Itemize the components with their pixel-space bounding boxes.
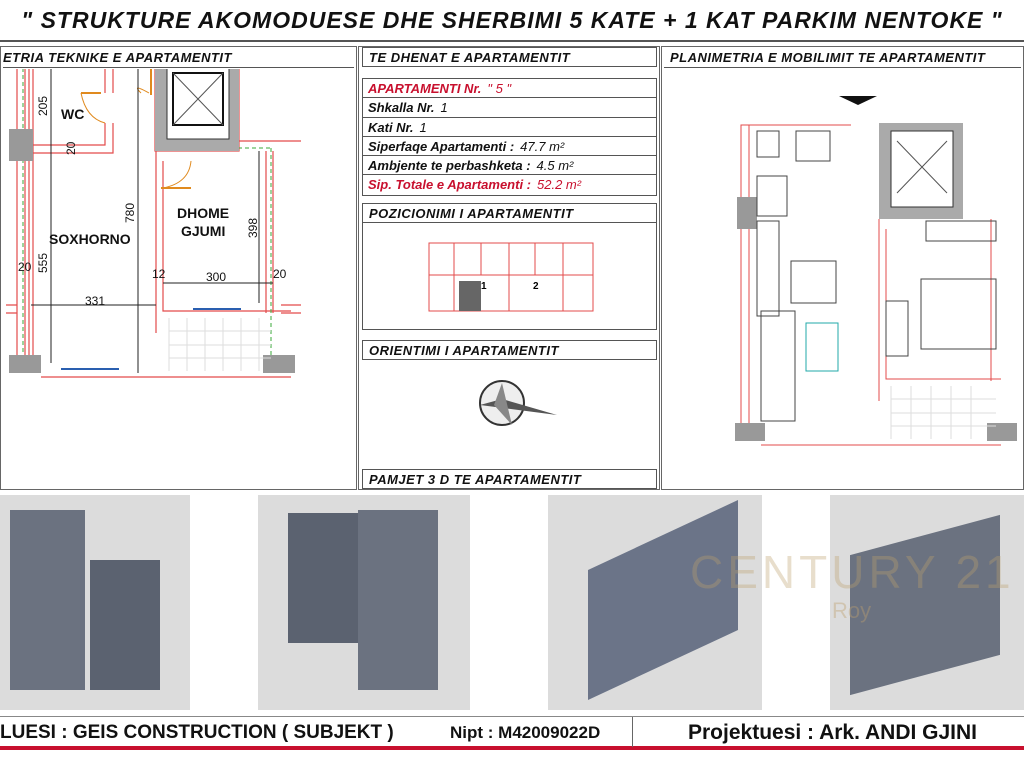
investor-label: LUESI : GEIS CONSTRUCTION ( SUBJEKT ): [0, 722, 394, 743]
svg-text:205: 205: [36, 96, 50, 116]
data-header: TE DHENAT E APARTAMENTIT: [362, 47, 657, 67]
room-label-dhome: DHOME: [177, 205, 229, 221]
svg-text:780: 780: [123, 203, 137, 223]
row-total-area: Sip. Totale e Apartamenti :52.2 m²: [368, 177, 582, 193]
title-block-footer: LUESI : GEIS CONSTRUCTION ( SUBJEKT ) Ni…: [0, 716, 1024, 750]
apartment-data-table: APARTAMENTI Nr." 5 " Shkalla Nr.1 Kati N…: [362, 78, 657, 196]
compass-icon: [479, 380, 557, 426]
furniture-floor-plan: [735, 96, 1017, 446]
technical-floor-plan: WC SOXHORNO DHOME GJUMI 20 205 20 780 55…: [6, 69, 301, 378]
svg-text:20: 20: [64, 141, 78, 155]
technical-plan-panel: ETRIA TEKNIKE E APARTAMENTIT WC SOXHORNO…: [0, 46, 357, 490]
technical-plan-header: ETRIA TEKNIKE E APARTAMENTIT: [3, 48, 354, 68]
century21-watermark: CENTURY 21: [690, 546, 1015, 598]
furniture-plan-panel: PLANIMETRIA E MOBILIMIT TE APARTAMENTIT: [661, 46, 1024, 490]
svg-text:300: 300: [206, 270, 226, 284]
nipt-label: Nipt : M42009022D: [450, 723, 601, 742]
svg-text:555: 555: [36, 253, 50, 273]
svg-text:12: 12: [152, 267, 166, 281]
row-apartment-number: APARTAMENTI Nr." 5 ": [363, 79, 656, 99]
position-diagram: 1 2: [362, 222, 657, 330]
room-label-wc: WC: [61, 106, 84, 122]
furniture-plan-header: PLANIMETRIA E MOBILIMIT TE APARTAMENTIT: [664, 48, 1021, 68]
orientation-header: ORIENTIMI I APARTAMENTIT: [362, 340, 657, 360]
svg-text:398: 398: [246, 218, 260, 238]
room-label-gjumi: GJUMI: [181, 223, 225, 239]
row-staircase: Shkalla Nr.1: [363, 98, 656, 118]
row-floor: Kati Nr.1: [363, 118, 656, 137]
svg-text:331: 331: [85, 294, 105, 308]
views-header: PAMJET 3 D TE APARTAMENTIT: [362, 469, 657, 489]
render-3d-view-3: [548, 495, 762, 710]
position-label-1: 1: [481, 281, 487, 292]
row-area: Siperfaqe Apartamenti :47.7 m²: [363, 137, 656, 157]
render-3d-view-4: [830, 495, 1024, 710]
position-label-2: 2: [533, 281, 539, 292]
designer-label: Projektuesi : Ark. ANDI GJINI: [688, 721, 978, 744]
render-3d-view-2: [258, 495, 470, 710]
render-3d-view-1: [0, 495, 190, 710]
svg-text:20: 20: [18, 260, 32, 274]
sheet-title: " STRUKTURE AKOMODUESE DHE SHERBIMI 5 KA…: [0, 0, 1024, 42]
room-label-soxhorno: SOXHORNO: [49, 231, 131, 247]
position-header: POZICIONIMI I APARTAMENTIT: [362, 203, 657, 223]
svg-text:20: 20: [273, 267, 287, 281]
row-common-area: Ambjente te perbashketa :4.5 m²: [363, 156, 656, 176]
apartment-data-panel: [358, 46, 660, 490]
watermark-sub: Roy: [832, 598, 872, 623]
